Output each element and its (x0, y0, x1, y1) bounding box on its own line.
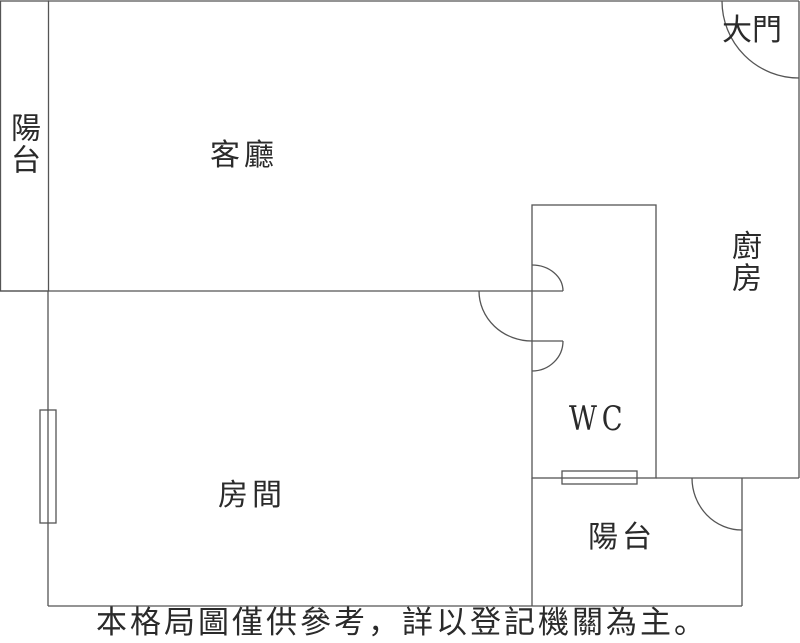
wc-lower-door-swing (531, 340, 564, 372)
living-room-label: 客廳 (210, 138, 278, 173)
wc-upper-door-swing (531, 264, 564, 292)
bedroom-door-swing (478, 290, 533, 342)
kitchen-label: 廚房 (726, 230, 761, 294)
bedroom-label: 房間 (218, 478, 286, 513)
wc-window (561, 470, 638, 485)
bedroom-window (39, 409, 57, 524)
main-door-swing (721, 0, 800, 79)
entrance-label: 大門 (722, 13, 782, 48)
left-balcony-label: 陽台 (5, 112, 40, 176)
disclaimer-text: 本格局圖僅供參考，詳以登記機關為主。 (96, 605, 708, 641)
bottom-balcony-label: 陽台 (588, 520, 656, 555)
balcony-door-swing (691, 477, 743, 531)
wc-label: WC (569, 399, 628, 439)
